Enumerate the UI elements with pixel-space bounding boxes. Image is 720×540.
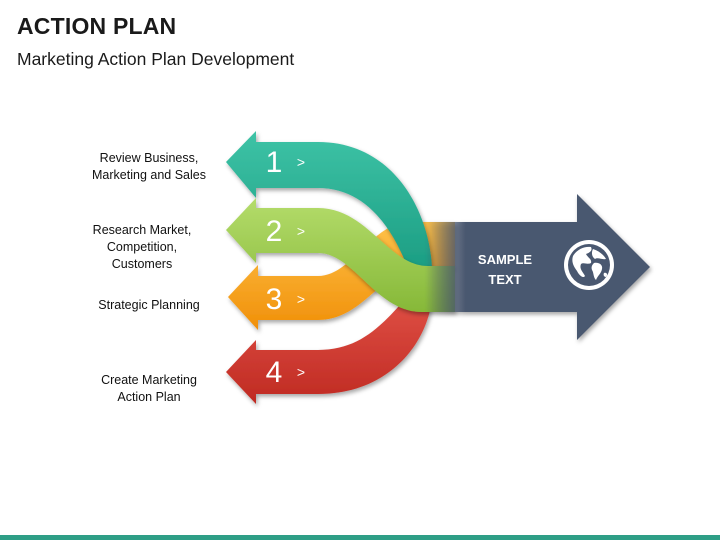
step-4-chevron: > (297, 364, 305, 380)
step-3-label-line-1: Strategic Planning (98, 298, 200, 312)
step-4-number: 4 (266, 356, 283, 389)
step-2-number: 2 (266, 215, 283, 248)
step-1-label-line-2: Marketing and Sales (92, 168, 206, 182)
page-title: ACTION PLAN (17, 13, 177, 39)
step-3-arrow (228, 222, 455, 330)
page-subtitle: Marketing Action Plan Development (17, 49, 295, 69)
target-text-line-2: TEXT (488, 272, 521, 287)
step-3-chevron: > (297, 291, 305, 307)
step-1-label: Review Business, Marketing and Sales (74, 150, 224, 184)
step-4-arrow (226, 282, 432, 404)
step-2-label-line-2: Competition, (106, 240, 178, 254)
step-3-number: 3 (266, 283, 283, 316)
step-4-label-line-2: Action Plan (117, 390, 181, 404)
step-1-number: 1 (266, 146, 283, 179)
globe-icon (564, 240, 614, 290)
step-2-chevron: > (297, 223, 305, 239)
step-4-label-line-1: Create Marketing (101, 373, 197, 387)
step-2-arrow (226, 198, 455, 312)
step-2-label-line-3: Customers (111, 257, 173, 271)
bottom-accent-bar (0, 535, 720, 540)
target-arrow (425, 194, 650, 340)
target-text-line-1: SAMPLE (478, 252, 533, 267)
step-2-label: Research Market, Competition, Customers (67, 222, 217, 273)
step-1-label-line-1: Review Business, (99, 151, 199, 165)
step-3-label: Strategic Planning (74, 297, 224, 314)
step-1-arrow (226, 131, 432, 300)
step-1-chevron: > (297, 154, 305, 170)
step-4-label: Create Marketing Action Plan (74, 372, 224, 406)
step-2-label-line-1: Research Market, (92, 223, 192, 237)
